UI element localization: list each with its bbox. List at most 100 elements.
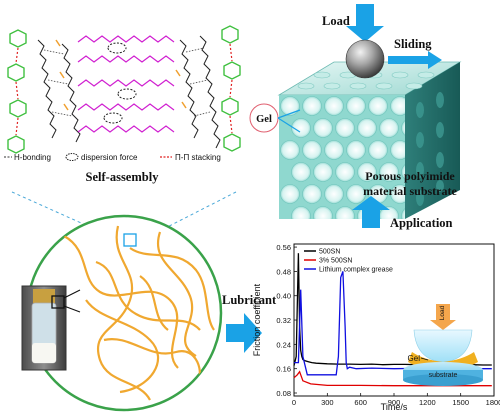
- x-tick-label-5: 1500: [452, 398, 469, 407]
- y-tick-label-4: 0.40: [276, 292, 291, 301]
- pore-16: [368, 140, 388, 160]
- substrate-label-line1: Porous polyimide: [365, 169, 455, 183]
- x-tick-label-4: 1200: [419, 398, 436, 407]
- pore-15: [346, 140, 366, 160]
- chart-legend: 500SN 3% 500SN Lithium complex grease: [304, 249, 393, 274]
- self-assembly-label: Self-assembly: [86, 170, 160, 184]
- molecule-legend: H-bonding dispersion force Π-Π stacking: [4, 153, 221, 162]
- pore-30: [291, 206, 311, 219]
- application-label: Application: [390, 216, 453, 230]
- x-axis: 0 300 600 900 1200 1500 1800: [292, 393, 500, 407]
- vial-gel-contents: [32, 343, 56, 363]
- pore-5: [390, 96, 405, 116]
- y-tick-label-0: 0.08: [276, 389, 291, 398]
- pore-20: [335, 162, 355, 182]
- vial-zoom-line-top: [63, 289, 81, 299]
- inset-load-arrow: [436, 304, 450, 320]
- h-bonding-label: H-bonding: [14, 153, 51, 162]
- pore-11: [401, 120, 405, 136]
- h-bonding-lines: [43, 47, 211, 117]
- inset-gel-pointer: [420, 357, 429, 361]
- inset-substrate-bottom: [403, 374, 483, 386]
- cube-side-face: [405, 62, 460, 219]
- pore-25: [302, 184, 322, 204]
- gel-vial-photo: [21, 285, 81, 371]
- carbonyl-orange-marks: [55, 39, 187, 111]
- y-tick-label-3: 0.32: [276, 316, 291, 325]
- pore-32: [335, 206, 355, 219]
- pore-12: [280, 140, 300, 160]
- pore-31: [313, 206, 333, 219]
- pore-26: [324, 184, 344, 204]
- gel-fibers: [63, 225, 215, 401]
- pore-1: [302, 96, 322, 116]
- y-axis: 0.080.160.240.320.400.480.56: [276, 243, 297, 398]
- pore-35: [401, 208, 405, 219]
- cube-pores: [280, 96, 405, 219]
- gel-pointer-2: [277, 117, 301, 133]
- lubricant-label: Lubricant: [222, 293, 277, 307]
- pore-10: [379, 118, 399, 138]
- zoom-line-right: [133, 191, 237, 245]
- dispersion-swatch: [65, 153, 79, 161]
- benzene-rings-left: [7, 29, 27, 154]
- pore-21: [357, 162, 377, 182]
- legend-label-2: Lithium complex grease: [319, 267, 393, 274]
- inset-gel-label: Gel: [408, 354, 421, 363]
- pore-0: [280, 96, 300, 116]
- lubrication-inset: Load substrate Gel: [403, 304, 483, 386]
- pore-9: [357, 118, 377, 138]
- substrate-label-line2: material substrate: [363, 184, 457, 198]
- zoom-box: [123, 233, 137, 247]
- x-tick-label-1: 300: [321, 398, 334, 407]
- sliding-label: Sliding: [394, 37, 432, 51]
- y-tick-label-1: 0.16: [276, 365, 291, 374]
- dispersion-force-label: dispersion force: [81, 153, 138, 162]
- dispersion-force-arrows: [103, 42, 137, 124]
- legend-label-1: 3% 500SN: [319, 258, 352, 265]
- vial-zoom-line-bottom: [63, 305, 81, 313]
- magenta-alkyl-chains: [77, 35, 175, 133]
- pore-22: [379, 162, 399, 182]
- x-tick-label-3: 900: [388, 398, 401, 407]
- x-tick-label-6: 1800: [486, 398, 500, 407]
- sliding-arrow: [388, 51, 442, 69]
- x-tick-label-2: 600: [354, 398, 367, 407]
- molecule-chain-left: [37, 39, 81, 143]
- pore-19: [313, 162, 333, 182]
- cube-front-face: [279, 95, 405, 219]
- pore-8: [335, 118, 355, 138]
- benzene-rings-right: [221, 25, 241, 152]
- y-axis-label: Friction coefficient: [252, 283, 262, 356]
- molecule-chain-right: [179, 35, 221, 149]
- pore-6: [291, 118, 311, 138]
- pore-27: [346, 184, 366, 204]
- x-tick-label-0: 0: [292, 398, 296, 407]
- lubricant-arrow: [226, 313, 262, 353]
- inset-load-arrowhead: [430, 320, 456, 330]
- vial-zoom-box: [51, 295, 65, 309]
- pore-24: [280, 184, 300, 204]
- pore-17: [390, 140, 405, 160]
- pore-14: [324, 140, 344, 160]
- steel-ball: [345, 39, 385, 79]
- pore-7: [313, 118, 333, 138]
- legend-label-0: 500SN: [319, 249, 340, 256]
- x-axis-label: Time/s: [381, 402, 408, 412]
- inset-substrate-label: substrate: [429, 372, 458, 379]
- y-tick-label-2: 0.24: [276, 340, 291, 349]
- pi-stacking-label: Π-Π stacking: [175, 153, 221, 162]
- load-arrow: [346, 4, 384, 42]
- fiber-network-circle: [25, 214, 223, 412]
- pore-3: [346, 96, 366, 116]
- molecular-structure-panel: [7, 25, 241, 154]
- cube-top-pores: [297, 71, 435, 90]
- application-arrow: [352, 196, 390, 228]
- gel-callout-label: Gel: [256, 114, 272, 125]
- pore-2: [324, 96, 344, 116]
- load-label: Load: [322, 14, 350, 28]
- cube-side-pores: [416, 92, 444, 206]
- y-tick-label-5: 0.48: [276, 267, 291, 276]
